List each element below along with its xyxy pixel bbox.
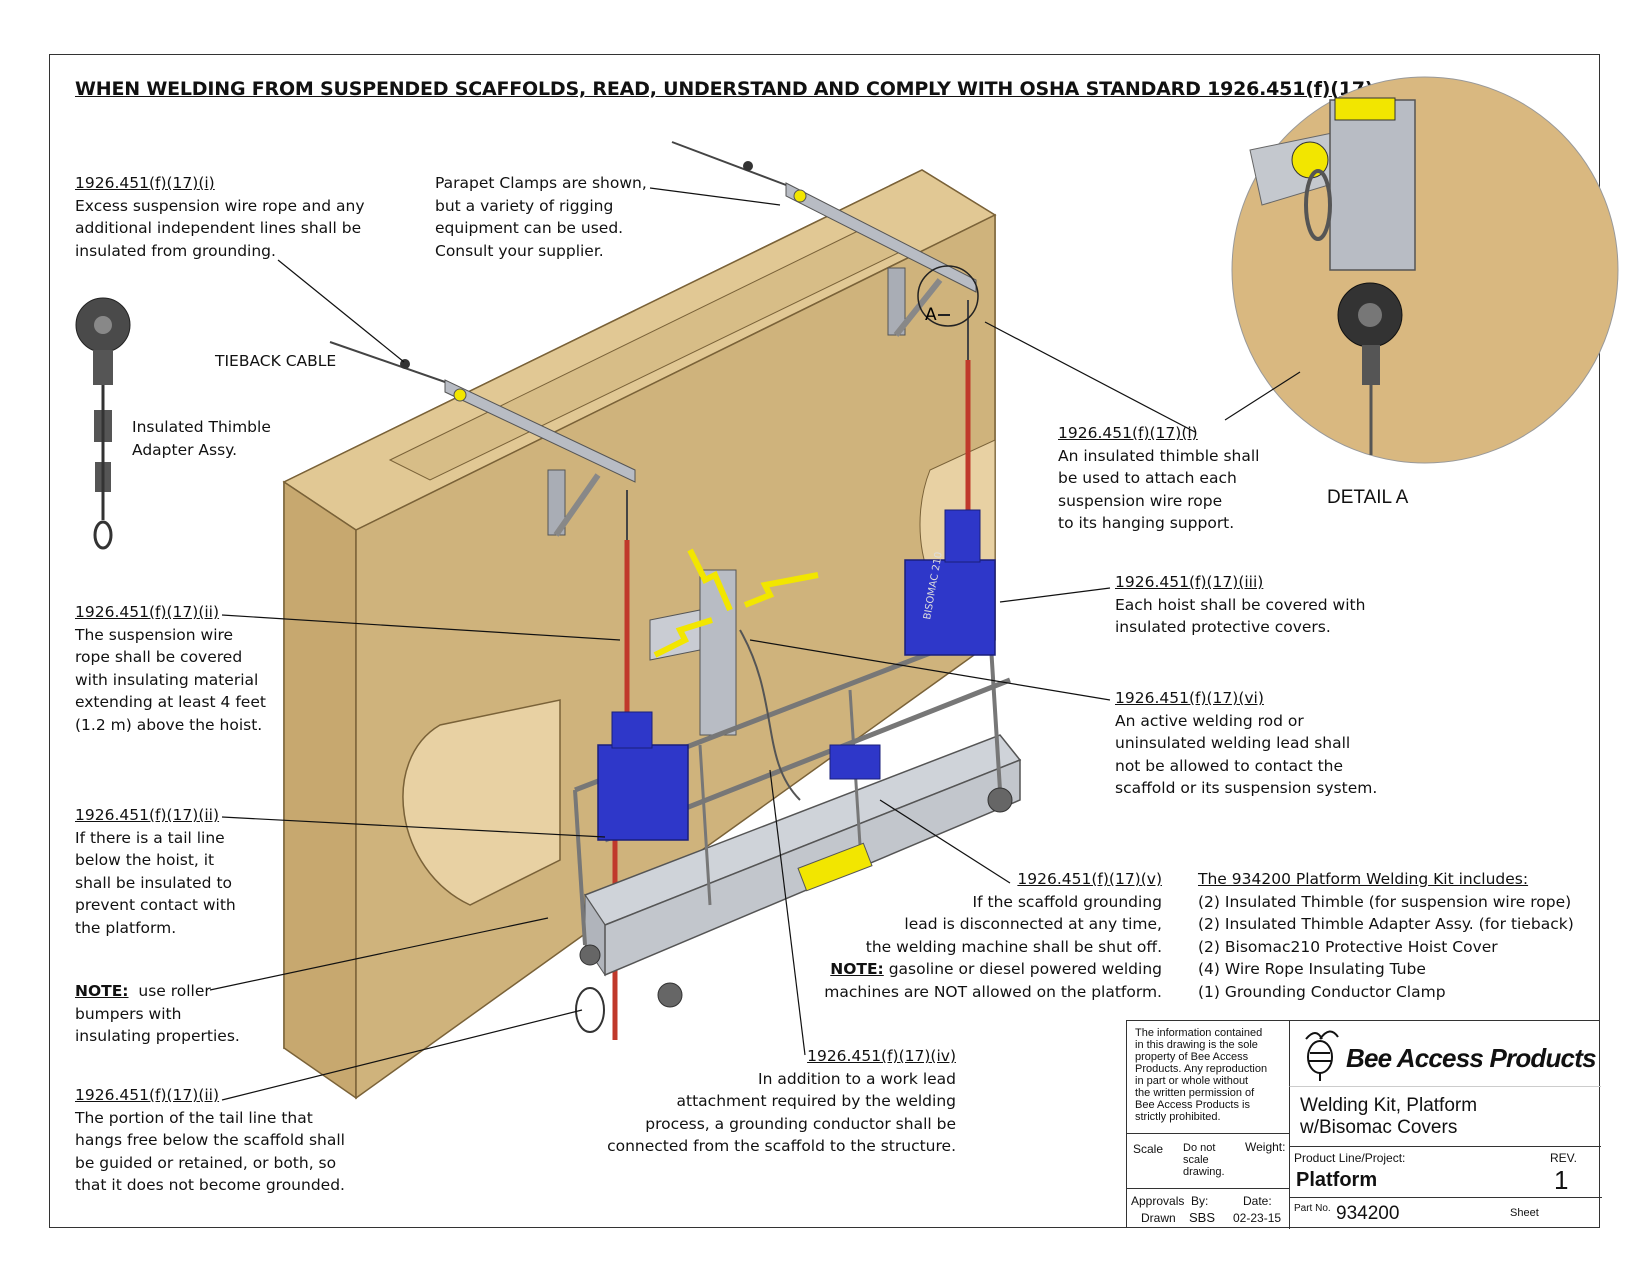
note-roller-bumpers: NOTE: use roller bumpers with insulating…	[75, 982, 240, 1045]
company-logo-area: Bee Access Products	[1289, 1021, 1601, 1087]
drawing-title: Welding Kit, Platform w/Bisomac Covers	[1289, 1087, 1601, 1147]
product-value: Platform	[1296, 1169, 1378, 1191]
note-suspension-rope: 1926.451(f)(17)(ii) The suspension wire …	[75, 603, 266, 734]
note-hoist-covers: 1926.451(f)(17)(iii) Each hoist shall be…	[1115, 573, 1366, 636]
scale-weight-area: Scale Do not scale drawing. Weight: Appr…	[1127, 1133, 1289, 1229]
spark-bolt-2	[743, 572, 819, 608]
detail-a-label: DETAIL A	[1327, 487, 1409, 508]
scale-value: Do not scale drawing.	[1183, 1142, 1225, 1178]
steel-column	[699, 569, 737, 736]
left-hoist-cover	[597, 744, 689, 841]
revision-number: 1	[1554, 1165, 1569, 1195]
detail-marker: A	[925, 305, 937, 325]
note-tail-line: 1926.451(f)(17)(ii) If there is a tail l…	[75, 806, 236, 937]
spark-bolt-3	[653, 617, 713, 658]
note-excess-wire: 1926.451(f)(17)(i) Excess suspension wir…	[75, 174, 365, 260]
company-name: Bee Access Products	[1346, 1043, 1597, 1073]
part-number: 934200	[1336, 1203, 1400, 1224]
left-clamp-leg	[547, 469, 566, 536]
wall-front	[283, 480, 357, 1100]
detail-a-circle	[1231, 76, 1619, 464]
tieback-cable-label: TIEBACK CABLE	[215, 352, 337, 370]
wall-arch	[402, 699, 561, 906]
bee-logo-icon	[1305, 1030, 1339, 1081]
disclaimer: The information contained in this drawin…	[1135, 1027, 1268, 1123]
page-title: WHEN WELDING FROM SUSPENDED SCAFFOLDS, R…	[75, 78, 1374, 100]
spark-bolt-1	[687, 548, 733, 612]
note-insulated-thimble: 1926.451(f)(17)(i) An insulated thimble …	[1058, 424, 1260, 532]
kit-contents-list: The 934200 Platform Welding Kit includes…	[1198, 870, 1574, 1001]
right-clamp-beam	[785, 182, 977, 293]
note-welding-rod: 1926.451(f)(17)(vi) An active welding ro…	[1115, 689, 1378, 797]
right-hoist-cover	[904, 559, 996, 656]
note-parapet-clamps: Parapet Clamps are shown, but a variety …	[435, 174, 647, 260]
note-free-tail-line: 1926.451(f)(17)(ii) The portion of the t…	[75, 1086, 345, 1194]
drawing-frame	[49, 54, 1600, 1228]
product-area: Product Line/Project: Platform REV. 1 Pa…	[1289, 1147, 1602, 1229]
title-block: The information contained in this drawin…	[1126, 1020, 1602, 1229]
note-grounding-conductor: 1926.451(f)(17)(iv) In addition to a wor…	[607, 1047, 956, 1155]
right-clamp-leg	[887, 267, 906, 336]
welding-machine	[829, 744, 881, 780]
note-grounding-lead: 1926.451(f)(17)(v) If the scaffold groun…	[824, 870, 1162, 1001]
left-clamp-beam	[444, 379, 636, 483]
thimble-adapter-label: Insulated Thimble Adapter Assy.	[132, 418, 271, 459]
